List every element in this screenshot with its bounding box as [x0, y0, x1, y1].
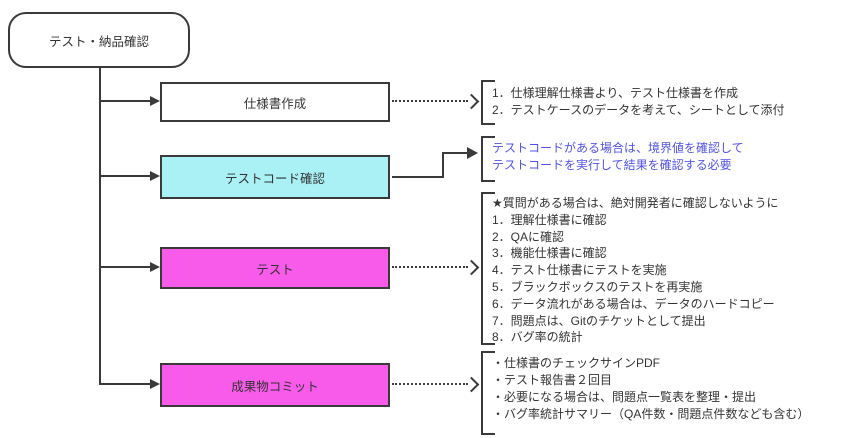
step-label: テスト	[256, 262, 294, 277]
annotation-bracket-1	[481, 80, 495, 125]
annotation-text-3: ★質問がある場合は、絶対開発者に確認しないように 1．理解仕様書に確認 2．QA…	[492, 195, 779, 346]
annotation-line: ★質問がある場合は、絶対開発者に確認しないように	[492, 196, 779, 210]
open-arrowhead-4-icon	[463, 376, 480, 393]
annotation-line: テストコードがある場合は、境界値を確認して	[492, 141, 744, 155]
start-node-label: テスト・納品確認	[48, 34, 149, 49]
branch-arrowhead-3-icon	[150, 262, 160, 272]
open-arrowhead-1-icon	[463, 93, 480, 110]
annotation-bracket-2	[481, 136, 495, 182]
solid-arrowhead-2-icon	[467, 147, 478, 159]
annotation-bracket-3	[481, 192, 495, 345]
annotation-bracket-4	[481, 351, 495, 435]
annotation-line: ・必要になる場合は、問題点一覧表を整理・提出	[492, 390, 757, 404]
annotation-line: 2．テストケースのデータを考えて、シートとして添付	[492, 103, 785, 117]
annotation-line: 5．ブラックボックスのテストを再実施	[492, 279, 703, 294]
annotation-line: 3．機能仕様書に確認	[492, 246, 607, 261]
solid-connector-2-segment	[442, 152, 469, 154]
step-box-testcode-check: テストコード確認	[160, 155, 390, 199]
annotation-text-1: 1．仕様理解仕様書より、テスト仕様書を作成 2．テストケースのデータを考えて、シ…	[492, 85, 785, 119]
start-node-test-delivery: テスト・納品確認	[8, 12, 190, 68]
annotation-line: 2．QAに確認	[492, 229, 565, 244]
branch-line-1	[100, 100, 150, 102]
step-box-test: テスト	[160, 247, 390, 289]
annotation-text-2: テストコードがある場合は、境界値を確認して テストコードを実行して結果を確認する…	[492, 140, 744, 174]
annotation-line: 4．テスト仕様書にテストを実施	[492, 263, 667, 278]
annotation-line: テストコードを実行して結果を確認する必要	[492, 158, 732, 172]
annotation-line: 1．仕様理解仕様書より、テスト仕様書を作成	[492, 86, 738, 100]
dotted-connector-1	[392, 100, 468, 102]
branch-arrowhead-2-icon	[150, 171, 160, 181]
branch-arrowhead-1-icon	[150, 96, 160, 106]
solid-connector-2-segment	[392, 176, 444, 178]
step-label: テストコード確認	[224, 171, 325, 186]
annotation-line: 1．理解仕様書に確認	[492, 212, 607, 227]
branch-line-2	[100, 175, 150, 177]
branch-arrowhead-4-icon	[150, 379, 160, 389]
solid-connector-2-segment	[442, 152, 444, 178]
annotation-line: 6．データ流れがある場合は、データのハードコピー	[492, 296, 775, 311]
branch-line-4	[100, 383, 150, 385]
step-label: 仕様書作成	[243, 96, 307, 111]
annotation-line: 7．問題点は、Gitのチケットとして提出	[492, 313, 706, 328]
step-label: 成果物コミット	[231, 379, 319, 394]
dotted-connector-3	[392, 266, 468, 268]
branch-line-3	[100, 266, 150, 268]
step-box-deliverable-commit: 成果物コミット	[160, 363, 390, 407]
annotation-line: ・仕様書のチェックサインPDF	[492, 356, 661, 370]
step-box-spec-creation: 仕様書作成	[160, 82, 390, 122]
trunk-line	[99, 68, 101, 385]
open-arrowhead-3-icon	[463, 259, 480, 276]
annotation-line: 8．バグ率の統計	[492, 330, 583, 345]
annotation-text-4: ・仕様書のチェックサインPDF ・テスト報告書２回目 ・必要になる場合は、問題点…	[492, 355, 809, 423]
annotation-line: ・テスト報告書２回目	[492, 373, 613, 387]
dotted-connector-4	[392, 383, 468, 385]
annotation-line: ・バグ率統計サマリー（QA件数・問題点件数なども含む）	[492, 407, 810, 421]
